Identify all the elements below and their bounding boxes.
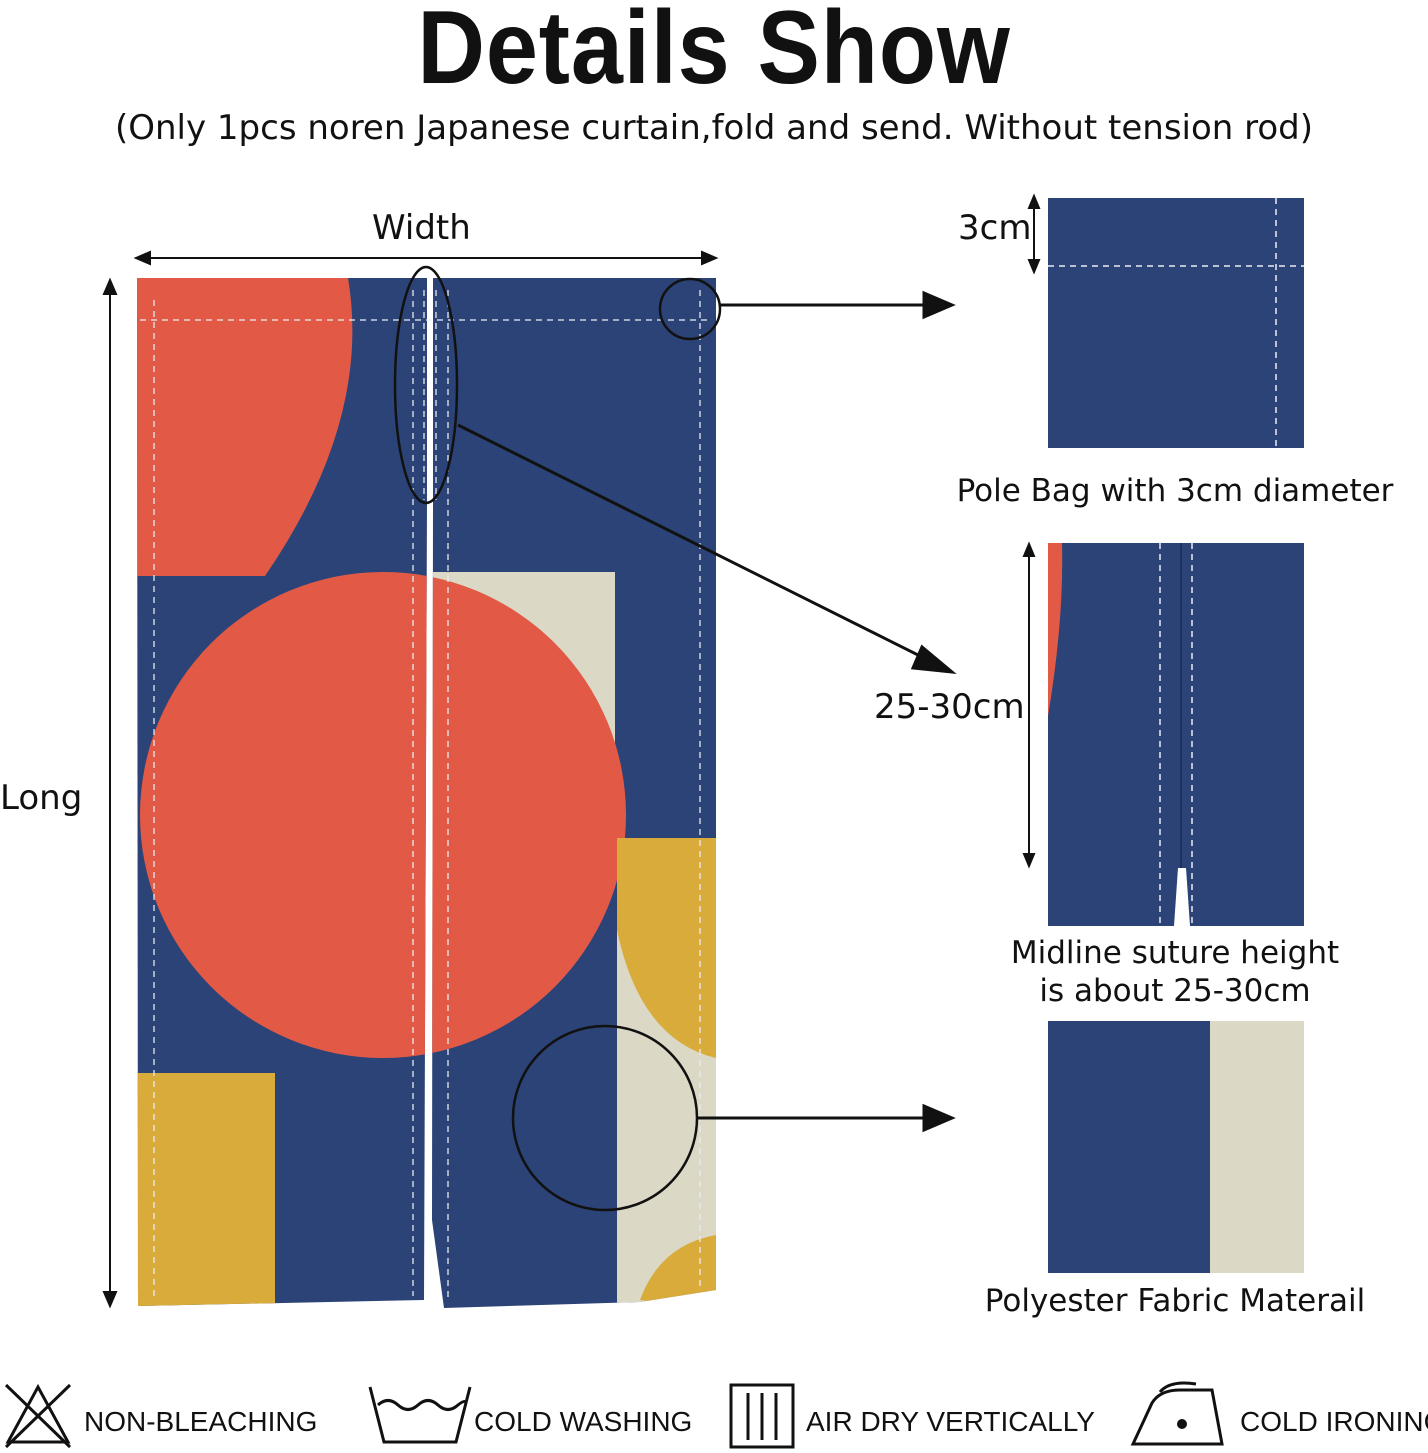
- no-bleach-icon: [4, 1383, 72, 1449]
- drip-dry-icon: [729, 1383, 795, 1449]
- care-label-air-dry: AIR DRY VERTICALLY: [806, 1406, 1095, 1437]
- coral-half-circle-top: [137, 278, 353, 576]
- midline-detail-image: [1048, 543, 1304, 926]
- care-label-no-bleach: NON-BLEACHING: [84, 1406, 318, 1437]
- mustard-corner: [640, 1235, 716, 1308]
- pole-bag-pointer-head: [922, 290, 956, 320]
- midline-callout-ellipse: [393, 265, 459, 505]
- midline-pointer-head: [910, 644, 957, 674]
- curtain-right-panel: [432, 278, 716, 1308]
- page-title: Details Show: [417, 0, 1011, 106]
- wash-tub-icon: [368, 1386, 472, 1444]
- iron-icon: [1130, 1381, 1224, 1446]
- midline-caption-line2: is about 25-30cm: [1039, 973, 1311, 1009]
- length-dimension-arrow: [102, 277, 118, 1309]
- pole-bag-detail-image: [1048, 198, 1304, 448]
- coral-circle-right: [432, 572, 626, 1058]
- pole-bag-dimension-arrow: [1027, 193, 1041, 275]
- care-label-cold-iron: COLD IRONING: [1240, 1406, 1428, 1437]
- width-dimension-arrow: [133, 250, 719, 266]
- midline-dimension-arrow: [1022, 541, 1036, 869]
- pole-bag-callout-circle: [658, 277, 722, 341]
- curtain-left-panel: [137, 278, 427, 1306]
- coral-circle-left: [140, 572, 427, 1058]
- midline-pointer-line: [457, 423, 931, 663]
- page-subtitle: (Only 1pcs noren Japanese curtain,fold a…: [114, 108, 1314, 148]
- fabric-caption: Polyester Fabric Materail: [984, 1283, 1366, 1319]
- fabric-detail-image: [1048, 1021, 1304, 1273]
- midline-measure: 25-30cm: [874, 687, 1025, 727]
- fabric-pointer-head: [922, 1103, 956, 1133]
- midline-caption-line1: Midline suture height: [1010, 935, 1340, 971]
- mustard-shape-right: [617, 838, 716, 1058]
- care-label-cold-wash: COLD WASHING: [474, 1406, 693, 1437]
- width-label: Width: [372, 208, 471, 248]
- length-label: Long: [0, 778, 83, 818]
- pole-bag-caption: Pole Bag with 3cm diameter: [956, 473, 1394, 509]
- pole-bag-measure: 3cm: [958, 208, 1032, 248]
- mustard-block: [138, 1073, 275, 1306]
